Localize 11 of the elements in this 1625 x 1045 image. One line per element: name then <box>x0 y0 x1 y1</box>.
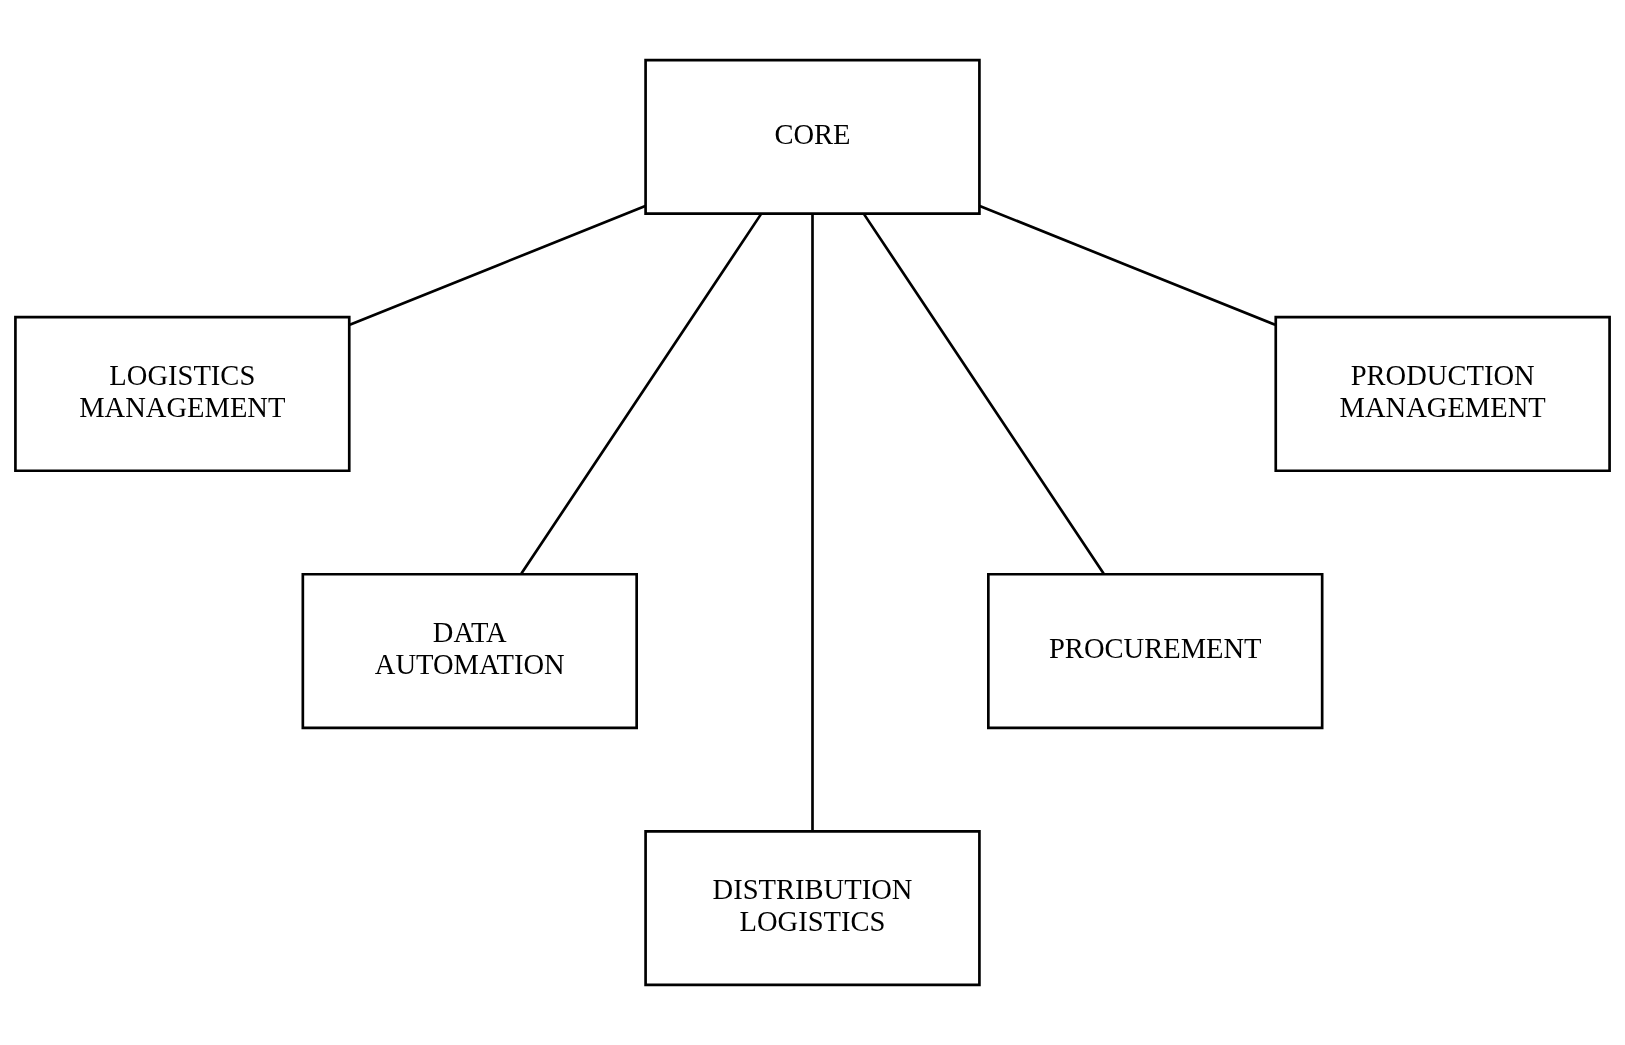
node-box: PROCUREMENT <box>987 572 1324 730</box>
node-box: DISTRIBUTION LOGISTICS <box>644 830 981 987</box>
connector <box>520 213 763 575</box>
node-box: CORE <box>644 58 981 215</box>
node-box: PRODUCTION MANAGEMENT <box>1274 315 1611 473</box>
node-box: LOGISTICS MANAGEMENT <box>14 315 351 473</box>
connector <box>349 204 646 327</box>
connector <box>862 213 1105 575</box>
node-box: DATA AUTOMATION <box>301 572 638 730</box>
connector <box>979 204 1276 327</box>
connector <box>811 213 814 832</box>
